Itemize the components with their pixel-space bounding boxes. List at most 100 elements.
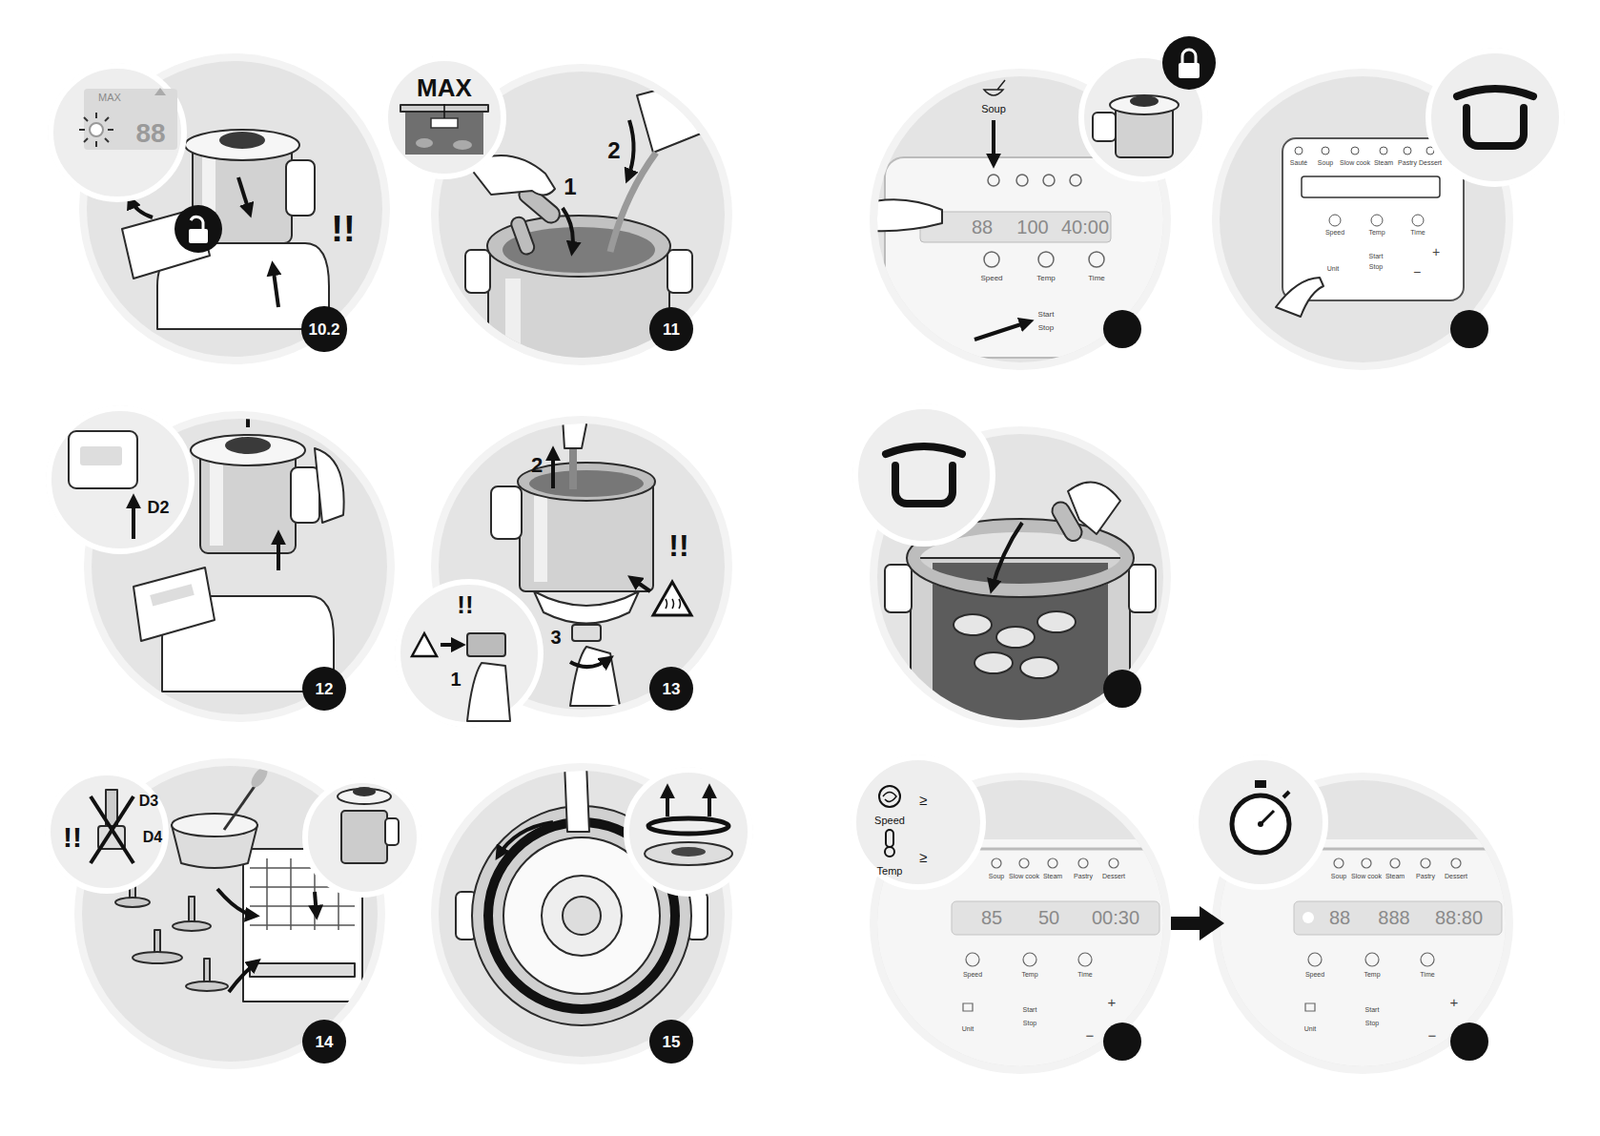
step-panel (987, 174, 1000, 186)
step-panel (1020, 656, 1059, 678)
panel-text: Slow cook (1339, 159, 1371, 166)
step-panel (951, 901, 1160, 935)
detail-inset (853, 757, 984, 887)
detail-inset (624, 767, 753, 896)
detail-inset (885, 446, 963, 504)
step-panel (570, 646, 620, 706)
panel-text: Stop (1038, 324, 1054, 332)
detail-inset (665, 787, 670, 817)
panel-text: Unit (1327, 265, 1339, 272)
step-badge: 13 (649, 666, 694, 711)
step-panel (286, 160, 315, 216)
step-panel (276, 533, 281, 571)
detail-inset (83, 117, 88, 122)
detail-inset (341, 810, 388, 863)
step-panel (953, 611, 1076, 678)
step-panel (667, 249, 693, 293)
step-panel (1293, 901, 1502, 935)
step-panel (551, 450, 555, 489)
detail-inset (395, 579, 543, 727)
panel-text: Temp (1363, 970, 1380, 978)
step-panel (1069, 174, 1082, 186)
detail-inset (467, 662, 511, 721)
step-panel (249, 963, 355, 977)
step-panel (996, 626, 1035, 648)
panel-text: Speed (1325, 228, 1345, 236)
step-panel (1308, 952, 1322, 966)
step-panel (569, 446, 577, 490)
panel-text: Steam (1374, 159, 1394, 166)
step-panel (974, 652, 1013, 674)
detail-inset (83, 138, 88, 143)
step-dot (1103, 669, 1142, 708)
step-panel (1275, 138, 1464, 317)
step-panel (1043, 174, 1055, 186)
panel-text: 88 (971, 217, 993, 237)
panel-text: Stop (1365, 1019, 1379, 1026)
detail-inset (385, 818, 399, 845)
step-panel (79, 53, 390, 365)
step-panel (115, 872, 228, 991)
panel-text: Speed (963, 970, 983, 978)
step-panel (246, 387, 250, 428)
detail-inset (851, 755, 985, 889)
step-panel (190, 216, 204, 229)
callout-label: 1 (450, 669, 461, 689)
callout-label: !! (330, 210, 355, 247)
panel-text: Start (1365, 1005, 1380, 1013)
panel-text: + (1432, 245, 1440, 259)
callout-label: 3 (550, 627, 561, 647)
detail-inset (79, 112, 114, 147)
step-panel (991, 522, 1023, 590)
panel-text: Temp (1036, 274, 1056, 283)
panel-text: Speed (874, 815, 905, 826)
panel-text: 50 (1038, 907, 1060, 927)
detail-inset (707, 787, 712, 817)
step-panel (1321, 146, 1330, 155)
step-panel (497, 821, 554, 857)
step-panel (149, 583, 195, 606)
panel-text: 88 (1329, 907, 1351, 927)
step-panel (627, 120, 635, 180)
panel-text: Start (1369, 252, 1384, 260)
step-panel (920, 211, 1111, 243)
step-panel (984, 251, 1105, 267)
detail-inset (884, 846, 895, 857)
panel-text: ≥ (919, 792, 927, 807)
callout-label: MAX (416, 75, 472, 101)
detail-inset (853, 404, 995, 546)
panel-text: Temp (877, 865, 903, 877)
step-panel (224, 781, 258, 830)
step-panel (1390, 858, 1400, 868)
step-panel (1016, 174, 1028, 186)
step-panel (209, 457, 224, 546)
step-panel (533, 495, 548, 582)
panel-text: Time (1077, 970, 1092, 978)
step-panel (562, 896, 601, 935)
step-panel (1038, 251, 1054, 267)
detail-inset (1283, 791, 1290, 798)
panel-text: Dessert (1102, 872, 1126, 880)
detail-inset (1079, 53, 1208, 182)
step-panel (631, 577, 651, 592)
detail-inset (90, 796, 134, 863)
callout-label: D4 (143, 829, 163, 845)
step-panel (984, 80, 1006, 96)
detail-inset (95, 112, 98, 119)
step-panel (953, 614, 992, 636)
detail-inset (644, 841, 733, 865)
callout-label: 88 (135, 120, 165, 147)
detail-inset (1426, 48, 1564, 186)
panel-text: ≥ (919, 849, 927, 864)
panel-text: Slow cook (1008, 872, 1040, 880)
detail-inset (443, 103, 446, 119)
panel-text: Stop (1369, 263, 1383, 270)
step-panel (133, 567, 215, 641)
detail-inset (50, 65, 185, 200)
panel-text: Temp (1368, 228, 1385, 236)
panel-text: Time (1410, 228, 1425, 236)
step-panel (219, 131, 266, 149)
detail-inset (1162, 36, 1216, 90)
step-panel (1302, 911, 1314, 924)
